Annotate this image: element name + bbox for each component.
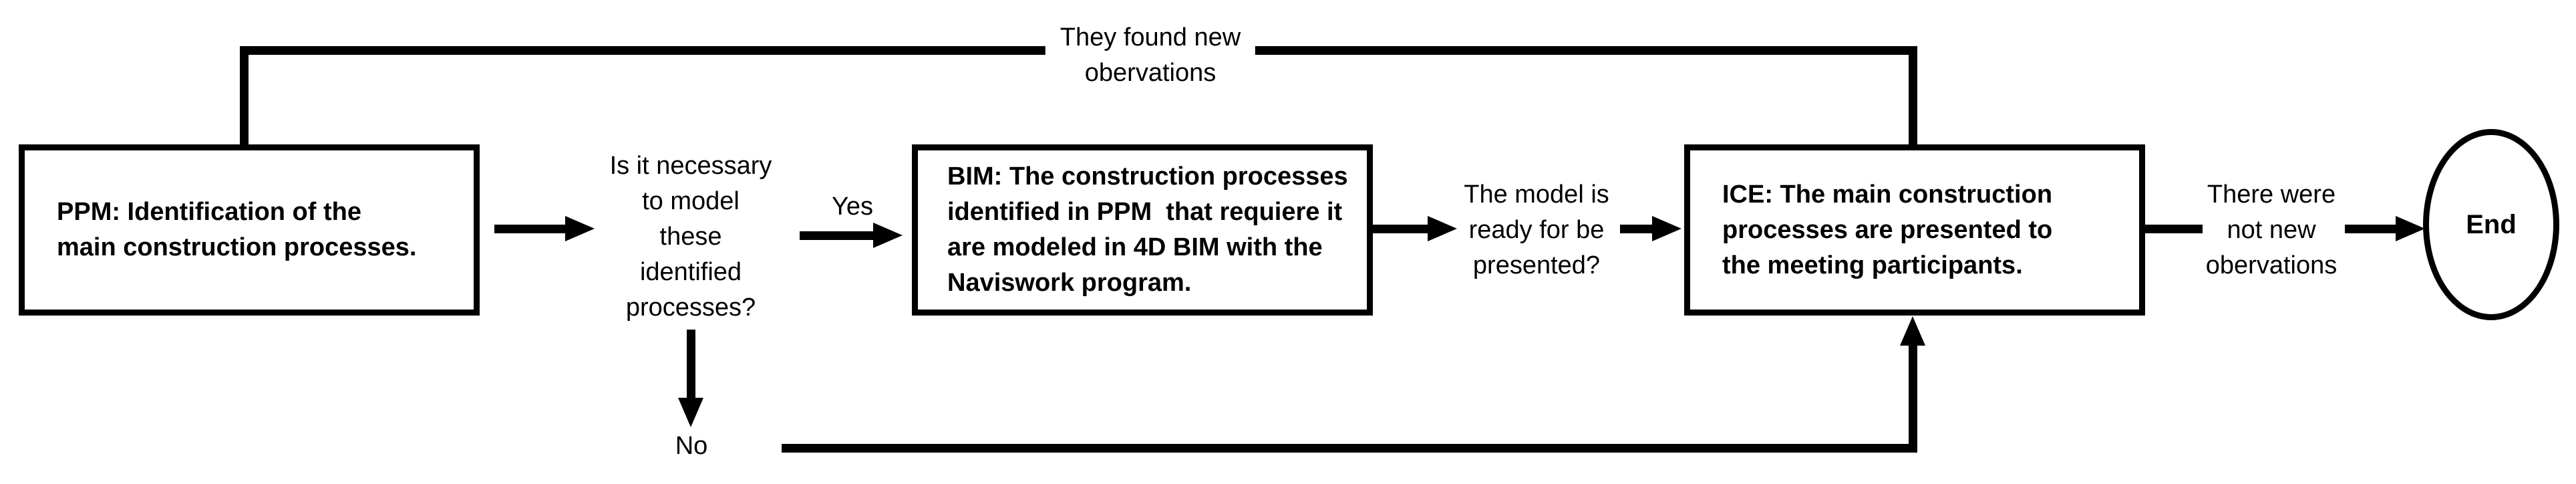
node-ppm-box: PPM: Identification of the main construc…: [19, 144, 480, 316]
arrow-bim-to-question-shaft: [1373, 225, 1428, 233]
yes-label: Yes: [832, 189, 873, 225]
arrow-question-to-ice-head: [1652, 216, 1681, 241]
no-label-text: No: [675, 432, 708, 460]
node-end-terminator: End: [2423, 129, 2559, 320]
feedback-top-label-line2: obervations: [1084, 59, 1217, 87]
ice-exit-line: [2145, 225, 2203, 233]
top-loop-vertical-left: [240, 46, 249, 146]
no-new-observations-line2: not new: [2227, 216, 2316, 244]
node-end-label: End: [2466, 209, 2517, 239]
node-bim-box: BIM: The construction processes identifi…: [912, 144, 1373, 316]
decision-question-line1: Is it necessary: [609, 152, 772, 180]
node-bim-text-line1: BIM: The construction processes: [947, 162, 1348, 191]
arrow-bim-to-question-head: [1428, 216, 1457, 241]
bottom-loop-horizontal: [782, 444, 1917, 453]
arrow-to-end-head: [2396, 216, 2425, 241]
top-loop-vertical-right: [1909, 46, 1917, 146]
bottom-loop-arrow-head: [1900, 316, 1925, 346]
feedback-top-label-line1: They found new: [1060, 23, 1241, 51]
node-ppm-text-line2: main construction processes.: [57, 233, 417, 261]
decision-question-label: Is it necessary to model these identifie…: [610, 148, 772, 326]
yes-label-text: Yes: [832, 193, 873, 221]
no-new-observations-label: There were not new obervations: [2206, 177, 2337, 283]
no-new-observations-line3: obervations: [2205, 251, 2338, 279]
decision-question-line5: processes?: [625, 293, 756, 322]
decision-question-line3: these: [659, 223, 722, 251]
no-new-observations-line1: There were: [2207, 180, 2336, 209]
arrow-to-end-shaft: [2345, 225, 2396, 233]
arrow-no-down-head: [678, 398, 703, 427]
model-ready-label: The model is ready for be presented?: [1464, 177, 1609, 283]
arrow-ppm-to-decision-shaft: [494, 225, 565, 233]
node-bim-text-line3: are modeled in 4D BIM with the: [947, 233, 1323, 261]
node-ice-text-line2: processes are presented to: [1722, 215, 2053, 244]
node-ppm-text-line1: PPM: Identification of the: [57, 198, 361, 226]
arrow-no-down-shaft: [687, 330, 695, 398]
arrow-question-to-ice-shaft: [1620, 225, 1652, 233]
arrow-yes-head: [873, 223, 903, 248]
node-ice-text-line3: the meeting participants.: [1722, 251, 2023, 279]
node-bim-text-line2: identified in PPM that requiere it: [947, 198, 1343, 226]
arrow-yes-shaft: [800, 231, 873, 240]
node-ice-text-line1: ICE: The main construction: [1722, 180, 2053, 209]
decision-question-line2: to model: [642, 187, 740, 215]
bottom-loop-vertical: [1909, 344, 1917, 453]
node-bim-text-line4: Naviswork program.: [947, 269, 1192, 297]
model-ready-line3: presented?: [1472, 251, 1601, 279]
feedback-top-label: They found new obervations: [1045, 20, 1256, 91]
decision-question-line4: identified: [639, 258, 742, 286]
node-ice-box: ICE: The main construction processes are…: [1684, 144, 2145, 316]
no-label: No: [675, 429, 708, 464]
model-ready-line1: The model is: [1464, 180, 1609, 209]
model-ready-line2: ready for be: [1468, 216, 1605, 244]
arrow-ppm-to-decision-head: [565, 216, 595, 241]
